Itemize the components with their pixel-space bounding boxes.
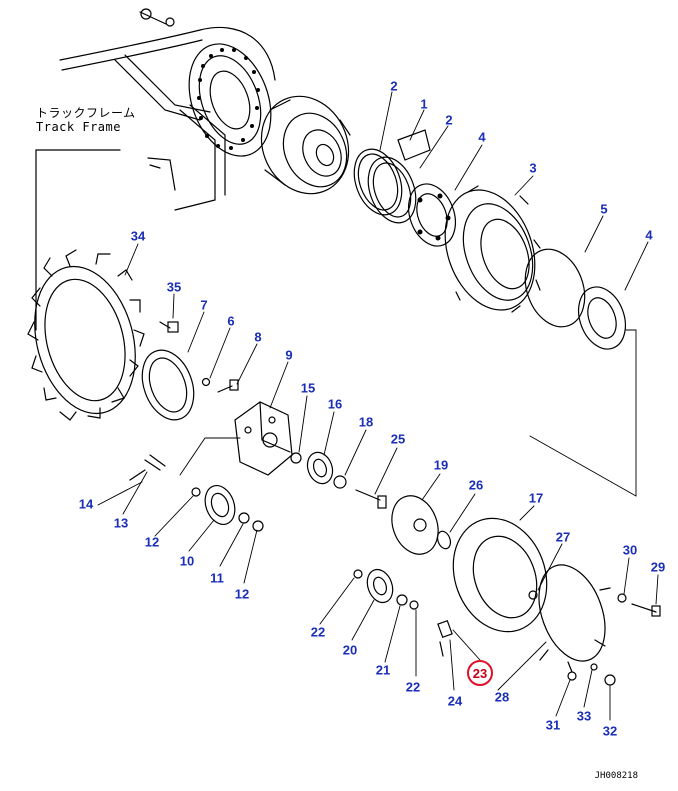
sprocket-34 <box>27 249 145 421</box>
washer-6 <box>201 377 211 387</box>
gear-16 <box>306 451 334 485</box>
pin-24 <box>437 619 453 657</box>
callout-c35[interactable]: 35 <box>166 279 182 295</box>
ring-33 <box>590 663 598 671</box>
callout-c17[interactable]: 17 <box>528 490 544 506</box>
callout-c18[interactable]: 18 <box>358 414 374 430</box>
washer-26 <box>436 530 452 550</box>
track-frame-drawing <box>35 8 276 316</box>
callout-c21[interactable]: 21 <box>375 662 391 678</box>
callout-c3[interactable]: 3 <box>529 160 537 176</box>
callout-c25[interactable]: 25 <box>390 431 406 447</box>
callout-c32[interactable]: 32 <box>602 723 618 739</box>
leader-lines <box>97 91 659 721</box>
pin-13 <box>129 454 166 481</box>
seal-rings <box>353 129 431 224</box>
callout-c14[interactable]: 14 <box>78 496 94 512</box>
callout-c20[interactable]: 20 <box>342 642 358 658</box>
callout-c22b[interactable]: 22 <box>405 679 421 695</box>
bearing-11 <box>238 512 250 524</box>
bolt-25 <box>355 489 387 509</box>
callout-c19[interactable]: 19 <box>433 457 449 473</box>
ring-7 <box>141 349 195 421</box>
bolt-35 <box>159 321 179 333</box>
cover-28 <box>538 564 611 673</box>
bolt-8 <box>217 379 239 393</box>
carrier-9 <box>234 401 293 476</box>
plug-31 <box>567 671 577 681</box>
callout-c2b[interactable]: 2 <box>445 112 453 128</box>
callout-c27[interactable]: 27 <box>555 529 571 545</box>
drawing-code: JH008218 <box>594 771 638 781</box>
callout-c28[interactable]: 28 <box>494 689 510 705</box>
callout-c7[interactable]: 7 <box>200 297 208 313</box>
washer-12-right <box>252 520 264 532</box>
bolt-29 <box>631 603 661 617</box>
callout-c4a[interactable]: 4 <box>478 129 486 145</box>
callout-c24[interactable]: 24 <box>447 693 463 709</box>
track-frame-label-en: Track Frame <box>36 120 121 134</box>
o-ring-5 <box>524 248 586 328</box>
callout-c26[interactable]: 26 <box>468 477 484 493</box>
carrier-19 <box>391 495 439 555</box>
callout-c22a[interactable]: 22 <box>310 624 326 640</box>
gear-20 <box>366 568 394 604</box>
track-frame-label-jp: トラックフレーム <box>36 106 136 120</box>
bearing-4-upper <box>408 183 456 247</box>
callout-c8[interactable]: 8 <box>254 329 262 345</box>
plug-27 <box>528 590 538 600</box>
callout-c34[interactable]: 34 <box>130 228 146 244</box>
callout-c16[interactable]: 16 <box>327 396 343 412</box>
washer-22-left <box>353 569 363 579</box>
hub-3 <box>444 185 541 313</box>
callout-c12a[interactable]: 12 <box>144 534 160 550</box>
bearing-4-lower <box>578 286 626 350</box>
callout-c31[interactable]: 31 <box>545 717 561 733</box>
callout-c9[interactable]: 9 <box>285 347 293 363</box>
callout-c4b[interactable]: 4 <box>645 227 653 243</box>
callout-c12b[interactable]: 12 <box>234 586 250 602</box>
callout-c11[interactable]: 11 <box>210 570 224 586</box>
callout-c5[interactable]: 5 <box>600 201 608 217</box>
washer-30 <box>617 593 627 603</box>
ring-18 <box>333 475 347 489</box>
plug-32 <box>604 674 616 686</box>
callout-c2a[interactable]: 2 <box>390 78 398 94</box>
callout-c13[interactable]: 13 <box>113 515 129 531</box>
bearing-21 <box>396 594 408 606</box>
callout-c15[interactable]: 15 <box>300 380 316 396</box>
washer-12-left <box>191 487 201 497</box>
callout-c6[interactable]: 6 <box>227 313 235 329</box>
drive-motor-drawing <box>260 95 351 195</box>
callout-c29[interactable]: 29 <box>650 559 666 575</box>
gear-10 <box>204 485 236 525</box>
callout-c1[interactable]: 1 <box>420 96 428 112</box>
callout-c10[interactable]: 10 <box>179 553 195 569</box>
callout-c30[interactable]: 30 <box>622 542 638 558</box>
callout-c33[interactable]: 33 <box>576 708 592 724</box>
callout-c23[interactable]: 23 <box>467 660 493 686</box>
washer-15 <box>290 452 302 464</box>
washer-22-right <box>409 600 419 610</box>
ring-gear-17 <box>452 517 548 633</box>
